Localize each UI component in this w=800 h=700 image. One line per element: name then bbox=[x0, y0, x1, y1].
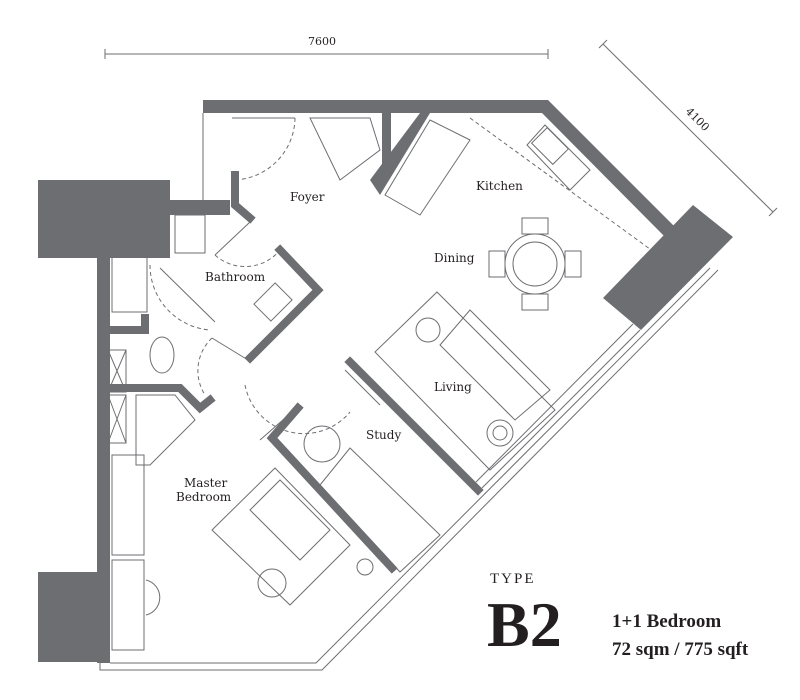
kitchen-counter bbox=[309, 117, 666, 261]
doors bbox=[149, 117, 381, 441]
unit-bedrooms: 1+1 Bedroom bbox=[612, 611, 722, 632]
bed bbox=[211, 467, 351, 606]
room-label-master-bedroom-line1: Master bbox=[184, 476, 228, 490]
wardrobe bbox=[107, 349, 196, 651]
unit-type-label: TYPE bbox=[490, 571, 536, 587]
sofa bbox=[374, 291, 556, 471]
room-label-foyer: Foyer bbox=[290, 190, 325, 204]
exterior-walls bbox=[38, 100, 733, 663]
interior-walls bbox=[104, 171, 484, 574]
room-label-bathroom: Bathroom bbox=[205, 270, 266, 284]
study-desk bbox=[303, 425, 441, 576]
room-label-dining: Dining bbox=[434, 251, 475, 265]
depth-dimension-label: 4100 bbox=[683, 105, 712, 134]
bathroom-fixtures bbox=[111, 214, 293, 374]
room-label-living: Living bbox=[434, 380, 472, 394]
room-label-kitchen: Kitchen bbox=[476, 179, 523, 193]
room-label-master-bedroom-line2: Bedroom bbox=[176, 490, 232, 504]
width-dimension: 7600 bbox=[104, 35, 549, 59]
unit-code: B2 bbox=[487, 589, 562, 660]
unit-area: 72 sqm / 775 sqft bbox=[612, 639, 749, 660]
unit-description: 1+1 Bedroom 72 sqm / 775 sqft bbox=[612, 608, 748, 664]
facade-lines bbox=[99, 113, 719, 671]
width-dimension-label: 7600 bbox=[308, 35, 336, 48]
room-label-study: Study bbox=[366, 428, 401, 442]
dining-table bbox=[488, 217, 582, 311]
